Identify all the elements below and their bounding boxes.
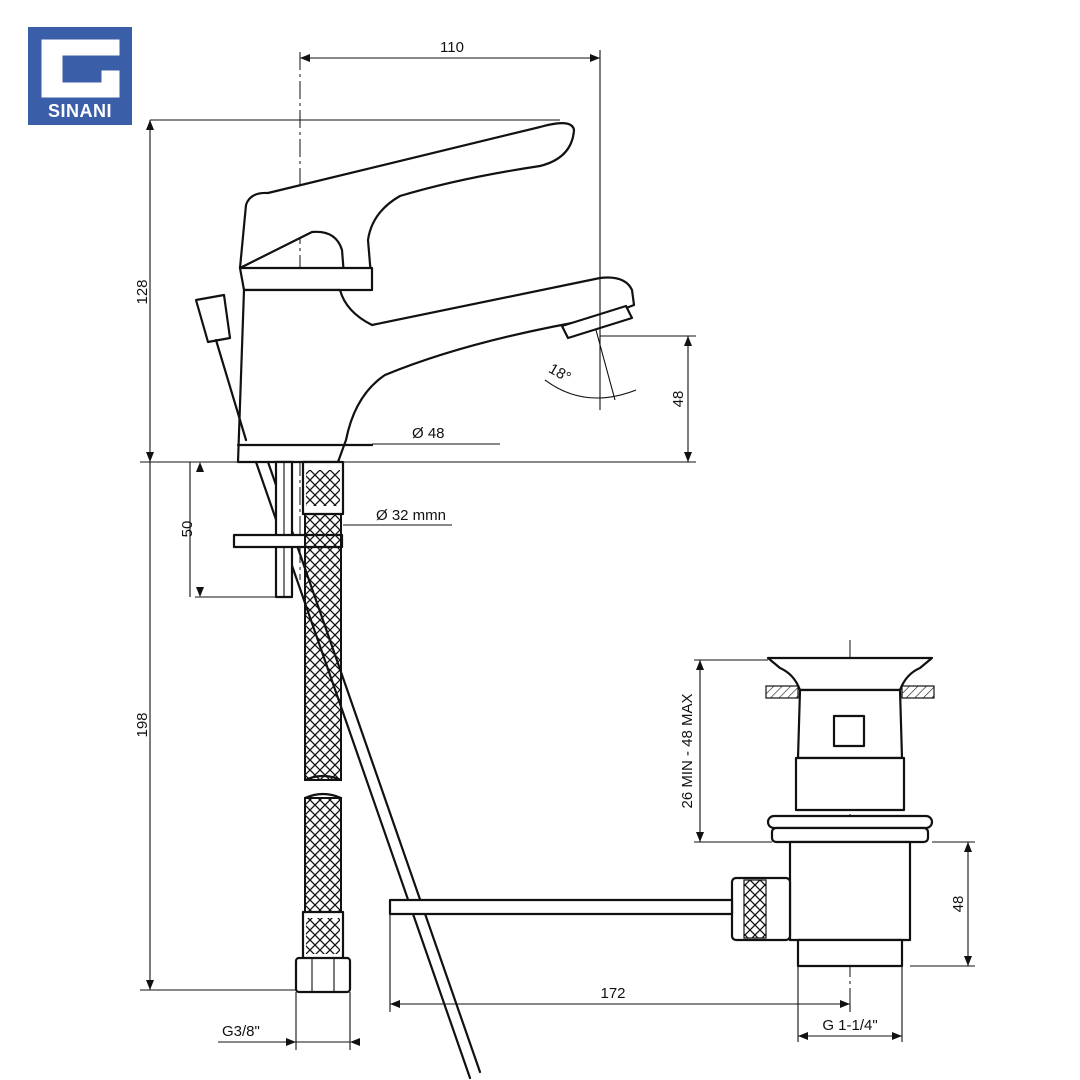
waste-tail	[796, 938, 904, 968]
dim-waste-thickness: 26 MIN - 48 MAX	[679, 693, 696, 808]
faucet-body	[194, 52, 636, 1080]
dim-spout-height: 48	[670, 391, 687, 408]
basin-section-right	[901, 685, 935, 699]
pop-up-rod	[214, 338, 248, 442]
hose-break-bottom	[303, 792, 343, 800]
dim-waste-thread: G 1-1/4"	[822, 1017, 877, 1034]
waste-washer	[766, 814, 934, 830]
dim-shank-length: 50	[179, 521, 196, 538]
pop-up-waste	[388, 640, 935, 1010]
pop-up-knob	[194, 293, 232, 344]
waste-body	[788, 840, 912, 942]
waste-cap	[766, 656, 934, 692]
hex-nut	[294, 956, 352, 994]
body-collar	[238, 266, 374, 292]
waste-nut	[794, 756, 906, 812]
dim-spout-angle: 18°	[546, 360, 574, 386]
dim-waste-height: 48	[950, 896, 967, 913]
waste-rod	[388, 898, 734, 916]
pop-up-rod-lower-2	[266, 460, 482, 1074]
dimension-lines: 110 128 48 18° Ø 48 Ø 32 mmn	[134, 39, 975, 1050]
dim-hole-diameter: Ø 32 mmn	[376, 507, 446, 524]
waste-slot	[832, 714, 866, 748]
logo-mark: SINANI	[28, 27, 132, 125]
waste-flange	[770, 826, 930, 844]
mounting-hardware	[232, 460, 352, 994]
dim-rod-length: 172	[600, 985, 625, 1002]
logo-text: SINANI	[48, 101, 112, 121]
body-cylinder	[236, 276, 636, 464]
dim-connection: G3/8"	[222, 1023, 260, 1040]
braided-hose-upper	[304, 467, 342, 781]
dim-body-diameter: Ø 48	[412, 425, 445, 442]
dim-hose-length: 198	[134, 712, 151, 737]
spout-aerator	[560, 304, 634, 340]
basin-section-left	[765, 685, 799, 699]
dim-spout-reach: 110	[440, 39, 464, 56]
hose-break-top	[303, 774, 343, 782]
dim-total-height: 128	[134, 279, 151, 304]
sinani-logo: SINANI	[28, 27, 132, 125]
lever-handle	[238, 122, 576, 290]
